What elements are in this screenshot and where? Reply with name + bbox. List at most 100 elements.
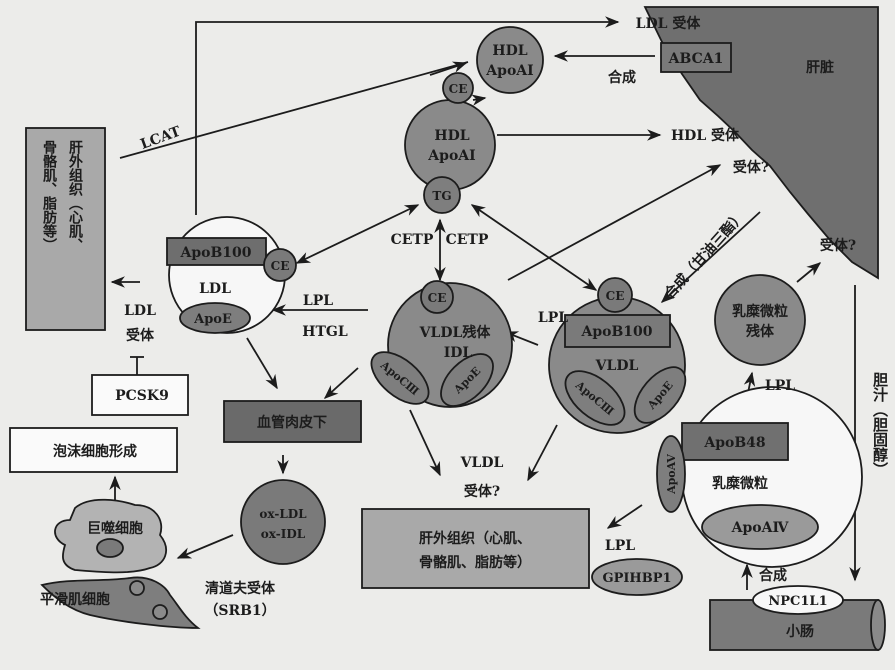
extrahepatic-bottom-line2: 骨骼肌、脂肪等） xyxy=(419,554,531,571)
smooth-muscle-nucleus-1 xyxy=(129,580,145,596)
chylomicron-apoaiv-ellipse xyxy=(701,504,819,550)
cetp-ldl-arrow xyxy=(295,204,420,264)
hdl-big-particle xyxy=(404,99,496,191)
chylomicron-label: 乳糜微粒 xyxy=(712,475,768,492)
liver-shape xyxy=(643,6,879,280)
vldl-receptor-line1: VLDL xyxy=(460,455,504,471)
hdl-small-particle xyxy=(476,26,544,94)
ldl-receptor-line1: LDL xyxy=(124,303,156,319)
chylomicron-apoav-label: ApoAV xyxy=(665,454,678,495)
subendothelium-box xyxy=(223,400,362,443)
receptor-question-1: 受体? xyxy=(733,159,769,176)
idl-to-tissue-arrow xyxy=(409,409,441,477)
oxldl-line1: ox-LDL xyxy=(259,507,307,521)
vldl-ce-circle xyxy=(597,277,633,313)
ldl-ce-circle xyxy=(263,248,297,282)
extrahepatic-left-label: 肝外组织（心肌、 骨骼肌、脂肪等） xyxy=(36,140,88,325)
ldl-apob100-box xyxy=(166,237,267,266)
vldl-label: VLDL xyxy=(595,358,639,374)
chylomicron-remnant-particle xyxy=(714,274,806,366)
cetp-right-label: CETP xyxy=(446,232,489,248)
vldl-apoe-ellipse xyxy=(633,366,687,424)
abca1-synthesis-label: 合成 xyxy=(608,69,636,86)
liver-label: 肝脏 xyxy=(806,59,834,76)
macrophage-nucleus xyxy=(96,538,124,558)
lcat-line xyxy=(119,61,469,159)
extrahepatic-left-col1: 肝外组织（心肌、 xyxy=(67,140,83,252)
remnant-to-liver-arrow xyxy=(796,262,822,283)
macrophage-cell xyxy=(54,498,167,574)
oxldl-line2: ox-IDL xyxy=(261,527,306,541)
hdl-big-line1: HDL xyxy=(434,128,469,144)
ldl-apoe-label: ApoE xyxy=(193,312,232,327)
extrahepatic-tissue-box-left xyxy=(25,127,106,331)
scavenger-line2: （SRB1） xyxy=(204,603,275,619)
pcsk9-box xyxy=(91,374,189,416)
ldl-to-subendo-arrow xyxy=(246,337,278,390)
gpihbp1-label: GPIHBP1 xyxy=(602,571,671,586)
tg-vldl-arrow xyxy=(470,204,598,291)
intestine-synthesis-label: 合成 xyxy=(759,567,787,584)
bile-label: 胆汁（胆固醇） xyxy=(871,372,889,477)
hdl-receptor-label: HDL 受体 xyxy=(671,127,740,144)
extrahepatic-bottom-line1: 肝外组织（心肌、 xyxy=(419,530,531,547)
htgl-label: HTGL xyxy=(302,324,348,340)
idl-apoe-ellipse xyxy=(440,353,494,407)
cm-to-tissue-arrow xyxy=(606,504,643,529)
vldl-to-receptor-arrow xyxy=(527,424,558,482)
idl-line2: IDL xyxy=(444,345,473,361)
vldl-apob100-box xyxy=(564,314,671,348)
hdl-small-line1: HDL xyxy=(492,43,527,59)
ldl-receptor-liver-label: LDL 受体 xyxy=(636,15,702,32)
idl-ce-circle xyxy=(420,280,454,314)
abca1-box xyxy=(660,42,732,73)
hdl-small-line2: ApoAI xyxy=(485,63,533,79)
gpihbp1-lpl-label: LPL xyxy=(605,538,635,554)
smooth-muscle-nucleus-2 xyxy=(152,604,168,620)
subendothelium-label: 血管肉皮下 xyxy=(257,414,327,431)
extrahepatic-tissue-box-bottom xyxy=(361,508,590,589)
macrophage-label: 巨噬细胞 xyxy=(87,520,143,537)
cm-remnant-line2: 残体 xyxy=(746,323,775,340)
vldl-lpl-label: LPL xyxy=(538,310,568,326)
pcsk9-label: PCSK9 xyxy=(115,388,169,404)
hdl-tg-label: TG xyxy=(432,189,451,203)
cm-remnant-line1: 乳糜微粒 xyxy=(732,303,788,320)
vldl-apob100-label: ApoB100 xyxy=(580,324,652,340)
vldl-apoc3-ellipse xyxy=(564,370,626,426)
hdl-ce-label: CE xyxy=(449,82,468,96)
hdl-ce-arrow1 xyxy=(429,61,468,76)
hdl-ce-arrow2 xyxy=(471,94,487,106)
idl-to-subendo-arrow xyxy=(323,367,359,399)
foam-cell-label: 泡沫细胞形成 xyxy=(53,443,137,460)
ldl-apob100-label: ApoB100 xyxy=(179,245,251,261)
vldl-receptor-line2: 受体? xyxy=(464,483,500,500)
chylomicron-apob48-box xyxy=(681,422,789,461)
idl-ce-label: CE xyxy=(428,291,447,305)
lcat-label: LCAT xyxy=(138,123,183,152)
chylomicron-apob48-label: ApoB48 xyxy=(703,435,765,451)
foam-cell-box xyxy=(9,427,178,473)
ox-ldl-particle xyxy=(240,479,326,565)
chylomicron-apoaiv-label: ApoAⅣ xyxy=(731,520,790,536)
npc1l1-ellipse xyxy=(752,585,844,615)
cm-remnant-lpl-label: LPL xyxy=(765,378,795,394)
receptor-question-2: 受体? xyxy=(820,237,856,254)
small-intestine-label: 小肠 xyxy=(786,624,814,640)
abca1-label: ABCA1 xyxy=(668,51,724,67)
ldl-label: LDL xyxy=(199,281,231,297)
ldl-receptor-line2: 受体 xyxy=(126,327,155,344)
ox-to-macrophage-arrow xyxy=(176,534,234,559)
idl-line1: VLDL残体 xyxy=(419,324,492,341)
lpl-label: LPL xyxy=(303,293,333,309)
gpihbp1-ellipse xyxy=(591,558,683,596)
hdl-ce-circle xyxy=(442,72,474,104)
small-intestine-end xyxy=(870,599,886,651)
cetp-left-label: CETP xyxy=(391,232,434,248)
ldl-apoe-ellipse xyxy=(179,302,251,334)
hdl-big-line2: ApoAI xyxy=(427,148,475,164)
vldl-ce-label: CE xyxy=(606,289,625,303)
smooth-muscle-label: 平滑肌细胞 xyxy=(40,591,110,608)
chylomicron-apoav-ellipse xyxy=(656,435,686,513)
